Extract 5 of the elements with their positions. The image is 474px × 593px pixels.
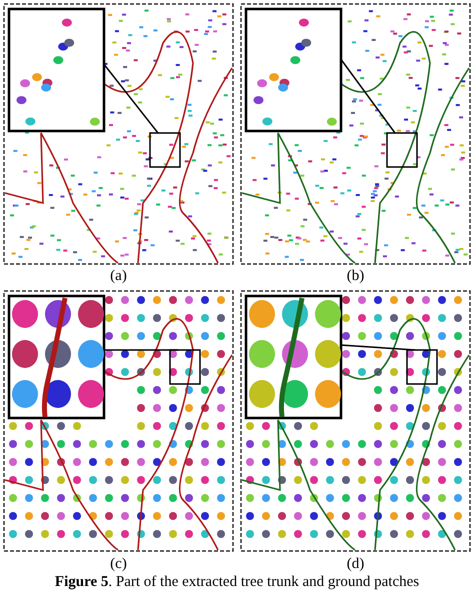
- panel-label: (a): [109, 268, 128, 284]
- panel-label: (b): [346, 268, 366, 284]
- figure-caption: Figure 5. Part of the extracted tree trunk and ground patches: [54, 574, 420, 591]
- panel-label: (c): [109, 556, 128, 572]
- panel-label: (d): [346, 556, 366, 572]
